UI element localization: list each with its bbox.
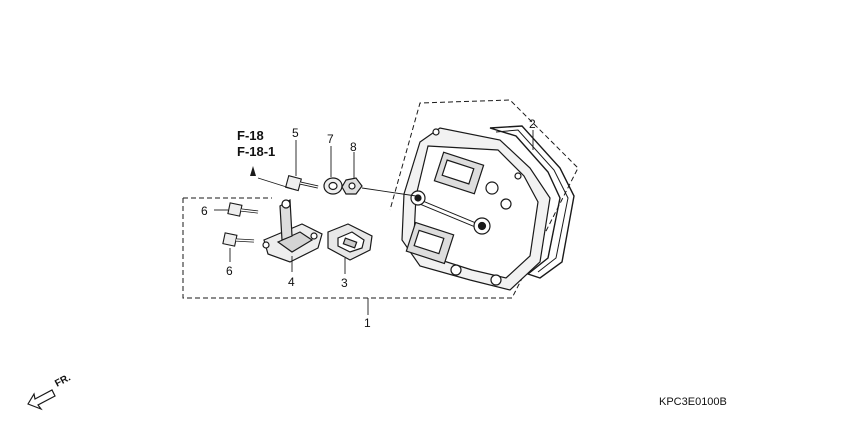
callout-7: 7 [327,132,334,146]
bolt-6-upper [227,202,259,217]
reference-arrow [250,166,256,176]
leader-lines [214,130,534,315]
callout-3: 3 [341,276,348,290]
callout-6-upper: 6 [201,204,208,218]
assembly-outline [182,99,579,299]
reference-f18: F-18 [237,128,264,143]
callout-4: 4 [288,275,295,289]
breather-plate [262,198,323,263]
drawing-code: KPC3E0100B [659,396,727,408]
nut-8 [341,177,363,195]
bolt-6-lower [222,232,255,247]
cylinder-head-cover [401,127,551,291]
washer-7 [323,177,343,195]
front-direction-indicator: FR. [27,372,73,411]
breather-gasket [327,223,373,261]
front-label: FR. [53,372,73,389]
callout-8: 8 [350,140,357,154]
cylinder-head-gasket [489,125,575,279]
callout-2: 2 [529,117,536,131]
reference-f18-1: F-18-1 [237,144,275,159]
callout-1: 1 [364,316,371,330]
callout-5: 5 [292,126,299,140]
callout-6-lower: 6 [226,264,233,278]
front-arrow-icon [27,389,56,411]
